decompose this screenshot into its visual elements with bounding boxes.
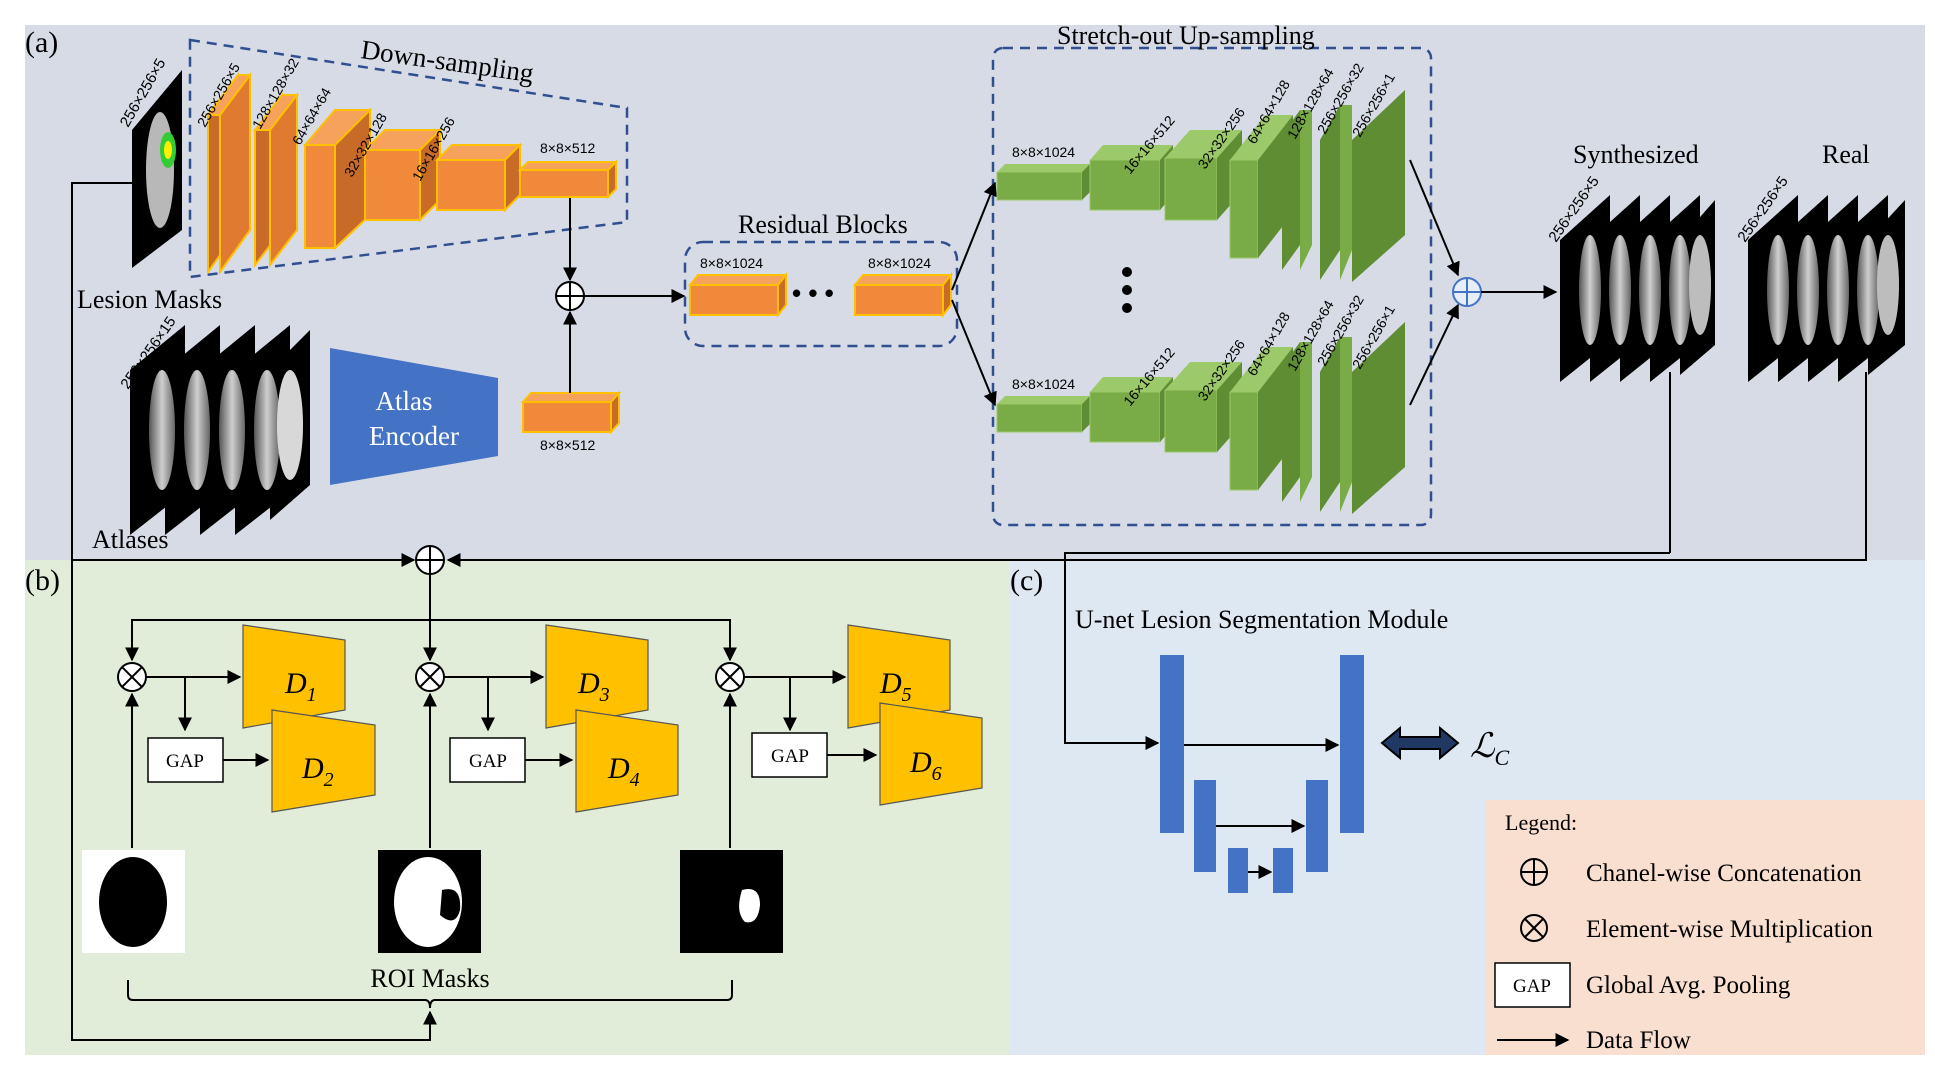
branch-vertical-ellipsis [1122, 267, 1132, 313]
discriminator-d5-label: D5 [879, 667, 912, 706]
legend-multiply-label: Element-wise Multiplication [1586, 916, 1873, 943]
residual-block-1 [687, 272, 789, 318]
residual-dim-2: 8×8×1024 [868, 255, 931, 271]
encoder-output-dim: 8×8×512 [540, 437, 595, 453]
down-block-3 [302, 107, 373, 251]
real-image-stack [1748, 195, 1905, 382]
atlas-encoder-line2: Encoder [369, 421, 459, 451]
discriminator-d1 [242, 624, 346, 729]
residual-title: Residual Blocks [738, 210, 908, 239]
concat-node-b [415, 545, 445, 575]
atlas-encoder-line1: Atlas [376, 386, 433, 416]
panel-b-label: (b) [25, 564, 60, 597]
atlas-encoder [330, 348, 498, 485]
legend-gap-label: Global Avg. Pooling [1586, 972, 1791, 999]
down-block-1 [206, 72, 252, 276]
panel-c-label: (c) [1010, 564, 1043, 597]
gap-label-3: GAP [771, 746, 809, 767]
loss-label: ℒC [1470, 728, 1510, 770]
multiply-node-2 [415, 662, 445, 692]
roi-masks-label: ROI Masks [370, 964, 489, 993]
discriminator-d2-label: D2 [301, 752, 334, 791]
roi-masks-brace [127, 980, 733, 1009]
multiply-node-1 [117, 662, 147, 692]
atlases-image-stack [130, 325, 310, 535]
flow-lower-to-concat [1409, 303, 1459, 406]
flow-lesion-mask-loop [71, 182, 437, 1041]
flow-synth-to-unet [1064, 552, 1670, 750]
flow-residual-to-upper [951, 181, 997, 291]
upsampling-title: Stretch-out Up-sampling [1057, 21, 1315, 50]
down-dim-6: 8×8×512 [540, 140, 595, 156]
atlases-label: Atlases [92, 525, 169, 554]
gap-box-2 [449, 737, 526, 783]
roi-mask-1 [82, 850, 185, 953]
discriminator-d4 [575, 709, 679, 813]
down-block-4 [362, 127, 443, 223]
lesion-mask-image [132, 70, 182, 268]
multiply-node-3 [715, 662, 745, 692]
flow-real-down [446, 372, 1867, 567]
down-block-2 [252, 92, 300, 268]
residual-block-2 [852, 272, 954, 318]
roi-mask-2 [378, 850, 481, 953]
concat-node-a [555, 281, 585, 311]
residual-blocks-region [683, 240, 959, 348]
real-label: Real [1822, 140, 1870, 169]
panel-b-background [25, 560, 1010, 1055]
synthesized-label: Synthesized [1573, 140, 1699, 169]
up-dim-lower-1: 8×8×1024 [1012, 376, 1075, 392]
lower-upsampling-branch [996, 322, 1405, 514]
legend-gap-box-label: GAP [1513, 976, 1551, 997]
discriminator-d1-label: D1 [284, 667, 317, 706]
discriminator-d5 [847, 624, 951, 729]
legend-concat-icon [1520, 858, 1548, 886]
discriminator-d2 [271, 709, 376, 813]
discriminator-d3 [545, 624, 649, 729]
loss-double-arrow [1380, 725, 1460, 761]
flow-concat-b-to-mult-3 [430, 619, 737, 662]
up-dim-upper-1: 8×8×1024 [1012, 144, 1075, 160]
unet-diagram [1160, 655, 1364, 893]
discriminator-d4-label: D4 [607, 752, 640, 791]
residual-dim-1: 8×8×1024 [700, 255, 763, 271]
encoder-output-block [520, 390, 622, 435]
down-sampling-region [188, 38, 629, 279]
gap-label-2: GAP [469, 751, 507, 772]
gap-label-1: GAP [166, 751, 204, 772]
legend-concat-label: Chanel-wise Concatenation [1586, 860, 1862, 887]
concat-node-output [1452, 277, 1482, 307]
discriminator-d6-label: D6 [909, 746, 942, 785]
roi-mask-3 [680, 850, 783, 953]
panel-a-label: (a) [25, 26, 58, 59]
unet-title: U-net Lesion Segmentation Module [1075, 605, 1448, 634]
legend-flow-label: Data Flow [1586, 1027, 1691, 1054]
discriminator-d6 [879, 702, 983, 806]
legend-gap-box [1494, 962, 1571, 1008]
discriminator-d3-label: D3 [577, 667, 610, 706]
flow-concat-b-distribution [125, 574, 431, 662]
legend-multiply-icon [1520, 914, 1548, 942]
synthesized-image-stack [1560, 195, 1715, 382]
down-block-5 [434, 142, 523, 213]
down-block-6 [517, 159, 619, 200]
upper-upsampling-branch [996, 90, 1405, 282]
flow-upper-to-concat [1409, 159, 1460, 277]
gap-box-1 [147, 737, 224, 783]
upsampling-region [991, 46, 1433, 527]
gap-box-3 [751, 732, 828, 778]
flow-residual-to-lower [951, 299, 997, 407]
legend-background [1485, 800, 1925, 1055]
legend-title: Legend: [1505, 810, 1577, 835]
lesion-masks-label: Lesion Masks [77, 285, 222, 314]
residual-ellipsis: • • • [792, 278, 834, 308]
